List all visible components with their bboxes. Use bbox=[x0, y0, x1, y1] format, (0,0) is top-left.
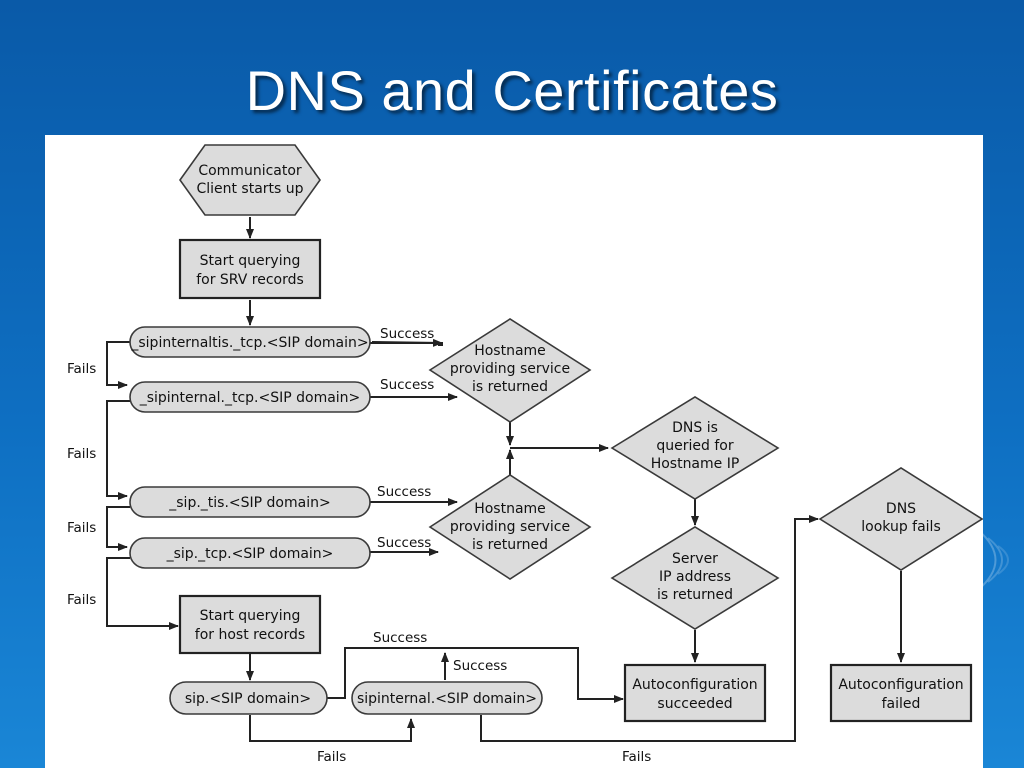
node-srv4: _sip._tcp.<SIP domain> bbox=[129, 537, 371, 569]
node-auto-fail-label-2: failed bbox=[882, 696, 921, 712]
node-host1: sip.<SIP domain> bbox=[169, 681, 328, 715]
edge-label-success-srv1: Success bbox=[380, 326, 434, 342]
node-hostname2-label-2: providing service bbox=[450, 519, 570, 535]
node-server-ip-label-2: IP address bbox=[659, 569, 731, 585]
flowchart-panel: Communicator Client starts up Start quer… bbox=[45, 135, 983, 768]
node-srv3: _sip._tis.<SIP domain> bbox=[129, 486, 371, 518]
node-server-ip-label-1: Server bbox=[672, 551, 718, 567]
edge-label-fails-host2: Fails bbox=[622, 749, 651, 765]
edge-host1-success bbox=[327, 647, 624, 703]
edge-label-success-srv2: Success bbox=[380, 377, 434, 393]
node-server-ip: Server IP address is returned bbox=[610, 526, 780, 630]
decorative-swirl bbox=[977, 529, 1009, 591]
node-query-host: Start querying for host records bbox=[178, 594, 322, 655]
node-dns-query: DNS is queried for Hostname IP bbox=[610, 396, 780, 500]
flowchart: Communicator Client starts up Start quer… bbox=[67, 144, 983, 765]
edge-labels: Success Success Success Success Success … bbox=[67, 326, 651, 765]
node-dns-fail-label-1: DNS bbox=[886, 501, 916, 517]
node-srv2-label: _sipinternal._tcp.<SIP domain> bbox=[139, 390, 361, 406]
node-start: Communicator Client starts up bbox=[179, 144, 321, 216]
edge-srv2-fails bbox=[106, 400, 130, 500]
edge-label-fails-srv4: Fails bbox=[67, 592, 96, 608]
edge-srv3-fails bbox=[106, 506, 130, 551]
edge-label-success-srv3: Success bbox=[377, 484, 431, 500]
node-query-host-label-1: Start querying bbox=[200, 608, 301, 624]
edge-label-success-host2: Success bbox=[453, 658, 507, 674]
node-hostname1: Hostname providing service is returned bbox=[428, 318, 592, 423]
edge-label-success-srv4: Success bbox=[377, 535, 431, 551]
node-srv4-label: _sip._tcp.<SIP domain> bbox=[166, 546, 334, 562]
node-query-srv: Start querying for SRV records bbox=[178, 238, 322, 300]
node-hostname1-label-3: is returned bbox=[472, 379, 548, 395]
node-start-label-1: Communicator bbox=[198, 163, 302, 179]
edge-label-fails-srv3: Fails bbox=[67, 520, 96, 536]
node-dns-fail: DNS lookup fails bbox=[818, 467, 983, 571]
node-hostname2: Hostname providing service is returned bbox=[428, 474, 592, 580]
edge-label-success-host1: Success bbox=[373, 630, 427, 646]
node-auto-ok: Autoconfiguration succeeded bbox=[623, 663, 767, 723]
edge-host2-fails bbox=[480, 515, 819, 742]
node-hostname2-label-3: is returned bbox=[472, 537, 548, 553]
node-server-ip-label-3: is returned bbox=[657, 587, 733, 603]
edge-srv1-success-arrow bbox=[371, 338, 443, 347]
node-srv1-label: _sipinternaltis._tcp.<SIP domain> bbox=[130, 335, 368, 351]
edge-srv4-fails bbox=[106, 557, 179, 630]
edge-srv1-fails bbox=[106, 341, 130, 389]
node-srv3-label: _sip._tis.<SIP domain> bbox=[168, 495, 330, 511]
edge-label-fails-srv1: Fails bbox=[67, 361, 96, 377]
node-dns-fail-label-2: lookup fails bbox=[861, 519, 941, 535]
node-query-srv-label-2: for SRV records bbox=[196, 272, 304, 288]
edge-label-fails-host1: Fails bbox=[317, 749, 346, 765]
node-dns-query-label-1: DNS is bbox=[672, 420, 718, 436]
node-auto-fail-label-1: Autoconfiguration bbox=[838, 677, 963, 693]
node-srv1: _sipinternaltis._tcp.<SIP domain> bbox=[129, 326, 371, 358]
node-start-label-2: Client starts up bbox=[196, 181, 303, 197]
node-host2: sipinternal.<SIP domain> bbox=[351, 681, 543, 715]
node-query-srv-label-1: Start querying bbox=[200, 253, 301, 269]
node-hostname1-label-1: Hostname bbox=[474, 343, 546, 359]
node-srv2: _sipinternal._tcp.<SIP domain> bbox=[129, 381, 371, 413]
slide-title: DNS and Certificates bbox=[245, 59, 779, 122]
edge-host1-fails bbox=[249, 715, 415, 742]
node-host2-label: sipinternal.<SIP domain> bbox=[357, 691, 537, 707]
node-dns-query-label-3: Hostname IP bbox=[651, 456, 740, 472]
node-dns-query-label-2: queried for bbox=[656, 438, 733, 454]
node-hostname2-label-1: Hostname bbox=[474, 501, 546, 517]
node-hostname1-label-2: providing service bbox=[450, 361, 570, 377]
node-auto-ok-label-2: succeeded bbox=[657, 696, 732, 712]
node-query-host-label-2: for host records bbox=[195, 627, 305, 643]
node-auto-fail: Autoconfiguration failed bbox=[829, 663, 973, 723]
node-host1-label: sip.<SIP domain> bbox=[185, 691, 311, 707]
edges bbox=[106, 217, 905, 742]
node-auto-ok-label-1: Autoconfiguration bbox=[632, 677, 757, 693]
edge-label-fails-srv2: Fails bbox=[67, 446, 96, 462]
